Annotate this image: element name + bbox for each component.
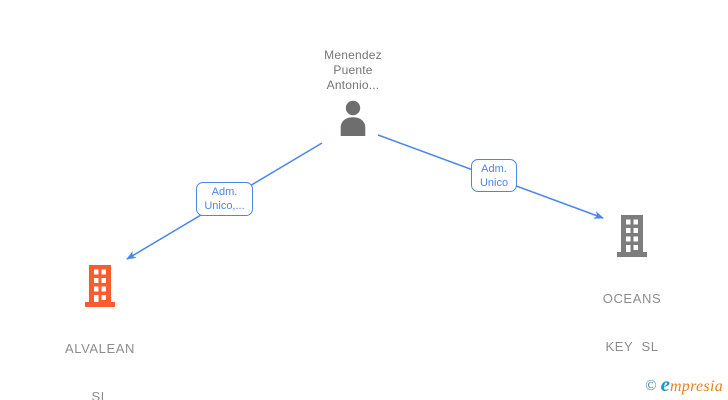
company-name-line: OCEANS bbox=[602, 291, 662, 306]
person-name: Menendez Puente Antonio... bbox=[273, 48, 433, 93]
copyright-icon: © bbox=[645, 378, 657, 394]
edge-label-line: Unico,... bbox=[204, 200, 245, 212]
company-name-line: SL bbox=[91, 389, 109, 400]
empresia-logo[interactable]: ©empresia bbox=[645, 372, 723, 397]
person-name-line: Menendez bbox=[324, 48, 382, 62]
edge-label-line: Adm. bbox=[211, 186, 238, 198]
company-node-alvalean[interactable]: ALVALEAN SL bbox=[35, 265, 165, 400]
company-node-oceans-key[interactable]: OCEANS KEY SL bbox=[567, 215, 697, 387]
empresia-logo-e: e bbox=[660, 372, 670, 396]
company-name-line: KEY SL bbox=[605, 339, 659, 354]
edge-label-adm-unico-oceans[interactable]: Adm. Unico bbox=[471, 159, 517, 192]
person-icon bbox=[340, 100, 366, 136]
company-name-line: ALVALEAN bbox=[64, 341, 136, 356]
empresia-logo-text: mpresia bbox=[669, 378, 723, 395]
company-name: OCEANS KEY SL bbox=[567, 259, 697, 387]
person-node[interactable]: Menendez Puente Antonio... bbox=[273, 48, 433, 137]
building-icon bbox=[617, 215, 647, 257]
edge-label-line: Adm. bbox=[481, 162, 507, 175]
building-icon bbox=[85, 265, 115, 307]
person-name-line: Puente bbox=[333, 63, 373, 77]
company-name: ALVALEAN SL bbox=[35, 309, 165, 400]
edge-label-adm-unico-alvalean[interactable]: Adm. Unico,... bbox=[196, 182, 253, 216]
edge-label-line: Unico bbox=[479, 176, 509, 189]
person-name-line: Antonio... bbox=[326, 78, 380, 92]
